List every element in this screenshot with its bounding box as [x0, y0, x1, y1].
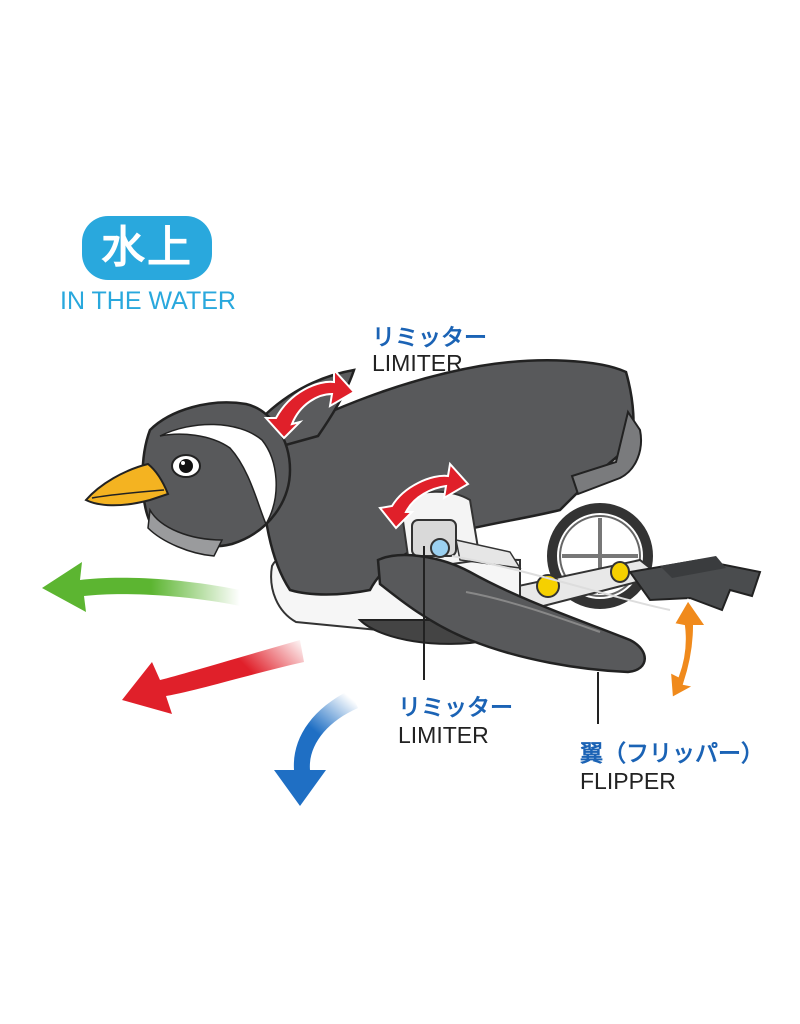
blue-arrow	[274, 690, 358, 806]
mode-label: IN THE WATER	[60, 287, 236, 315]
green-arrow	[42, 562, 240, 612]
penguin-beak	[84, 462, 170, 507]
limiter-mechanism	[398, 490, 522, 572]
limiter-top-label-jp: リミッター	[372, 325, 487, 351]
rear-mechanism	[498, 503, 762, 614]
limiter-arrow-middle	[378, 461, 470, 530]
limiter-bottom-label-en: LIMITER	[398, 722, 489, 748]
limiter-top-label-en: LIMITER	[372, 350, 463, 376]
limiter-arrow-top	[263, 367, 356, 440]
flipper-arrow	[668, 598, 708, 700]
mode-badge: 水上	[82, 216, 212, 280]
flipper-label-jp: 翼（フリッパー）	[580, 741, 764, 767]
flipper-label-en: FLIPPER	[580, 768, 676, 794]
red-arrow	[122, 640, 304, 714]
limiter-bottom-label-jp: リミッター	[398, 695, 513, 721]
flipper-wing	[376, 553, 646, 674]
